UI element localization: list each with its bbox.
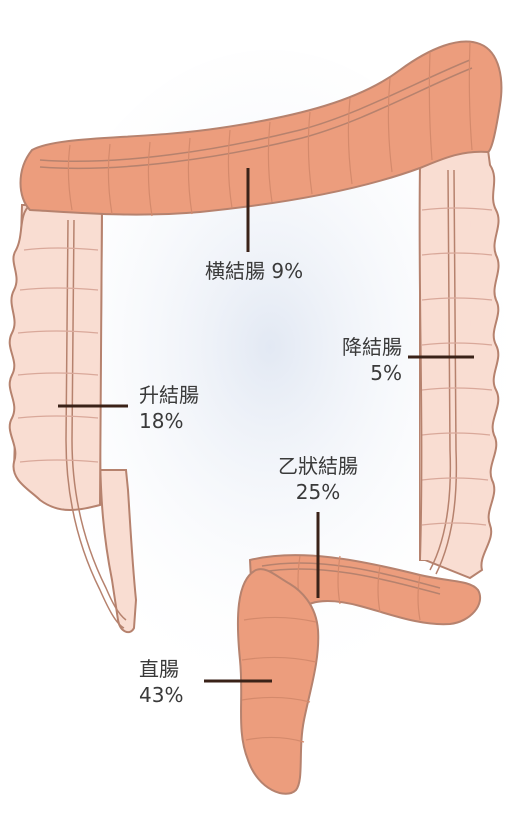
sigmoid-colon-percent: 25% [256,479,380,505]
descending-colon-percent: 5% [306,360,402,386]
transverse-colon-label: 横結腸 9% [205,258,303,284]
descending-colon-name: 降結腸 [306,334,402,360]
ascending-colon-label: 升結腸 18% [139,382,199,434]
sigmoid-colon-name: 乙狀結腸 [256,453,380,479]
ascending-colon-name: 升結腸 [139,382,199,408]
descending-colon-label: 降結腸 5% [306,334,402,386]
descending-colon [420,150,499,578]
ascending-colon-percent: 18% [139,408,199,434]
transverse-colon-name: 横結腸 [205,259,265,283]
rectum-name: 直腸 [139,656,183,682]
transverse-colon-percent: 9% [271,259,303,283]
rectum-label: 直腸 43% [139,656,183,708]
sigmoid-colon-label: 乙狀結腸 25% [256,453,380,505]
rectum-percent: 43% [139,682,183,708]
